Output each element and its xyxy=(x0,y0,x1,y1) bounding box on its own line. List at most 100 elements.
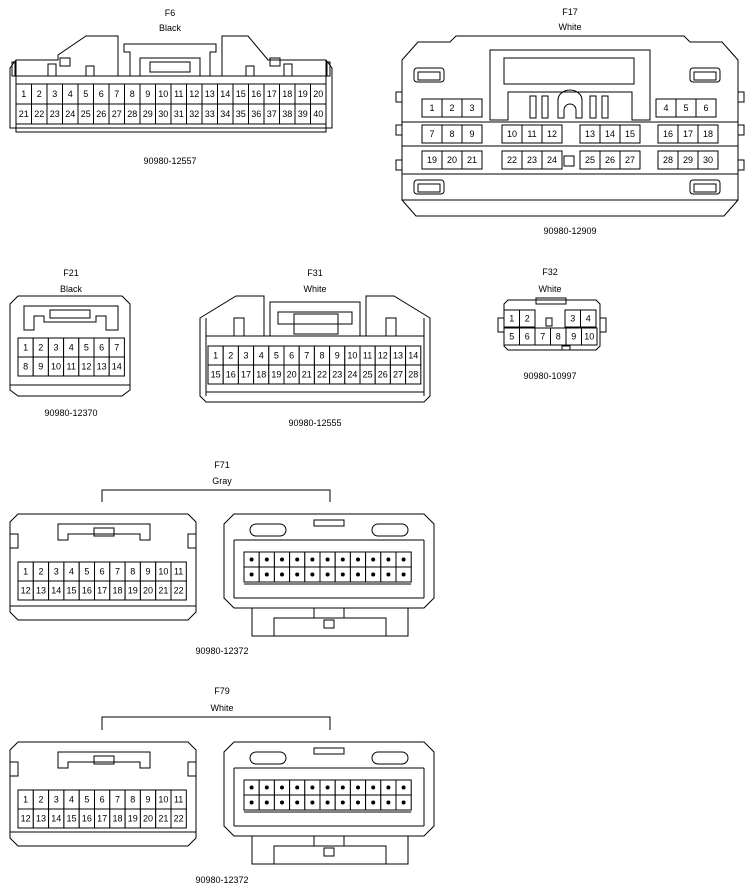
f6-pin-label: 1 xyxy=(21,89,26,99)
f79-pin-label: 13 xyxy=(36,814,46,824)
f79-pin-label: 3 xyxy=(54,795,59,805)
f71-terminal-dot xyxy=(371,557,376,562)
f71-terminal-dot xyxy=(295,557,300,562)
f31-pin-label: 8 xyxy=(319,351,324,361)
f71-pin-label: 14 xyxy=(51,586,61,596)
f6-pin-label: 13 xyxy=(205,89,215,99)
f17-pin-label: 14 xyxy=(605,129,615,139)
f71-code: F71 xyxy=(214,460,230,470)
f32-pin-label: 5 xyxy=(509,332,514,342)
f6-pin-label: 21 xyxy=(19,109,29,119)
f17-pin-label: 28 xyxy=(663,155,673,165)
f6-pin-label: 25 xyxy=(81,109,91,119)
f71-terminal-dot xyxy=(295,572,300,577)
f6-part-number: 90980-12557 xyxy=(143,156,196,166)
f71-pin-label: 18 xyxy=(112,586,122,596)
f79-pin-cell xyxy=(170,808,187,829)
f31-pin-label: 2 xyxy=(228,351,233,361)
f17-pin-label: 24 xyxy=(547,155,557,165)
f71-terminal-dot xyxy=(280,572,284,577)
f17-pin-label: 9 xyxy=(469,129,474,139)
f17-pin-label: 7 xyxy=(429,129,434,139)
f21-pin-label: 2 xyxy=(38,343,43,353)
f17-pin-cell xyxy=(695,98,717,118)
f31-pin-label: 20 xyxy=(287,370,297,380)
f79-terminal-dot xyxy=(295,800,300,805)
f71-pin-label: 4 xyxy=(69,567,74,577)
f6-pin-label: 38 xyxy=(282,109,292,119)
f6-pin-label: 35 xyxy=(236,109,246,119)
f17-pin-cell xyxy=(619,150,641,170)
f32-pin-cell xyxy=(581,327,598,346)
f21-pin-label: 6 xyxy=(99,343,104,353)
f71-pin-label: 7 xyxy=(115,567,120,577)
f6-pin-cell xyxy=(310,103,327,125)
f71-pin-label: 16 xyxy=(82,586,92,596)
f79-terminal-dot xyxy=(371,800,376,805)
f17-pin-label: 12 xyxy=(547,129,557,139)
f17-pin-label: 8 xyxy=(449,129,454,139)
f79-housing-left xyxy=(9,741,197,847)
f21-pin-label: 8 xyxy=(23,362,28,372)
f17-pin-label: 6 xyxy=(703,103,708,113)
f71-terminal-dot xyxy=(371,572,376,577)
f6-pin-label: 14 xyxy=(220,89,230,99)
f79-pin-label: 14 xyxy=(51,814,61,824)
f31-pin-label: 7 xyxy=(304,351,309,361)
f31-pin-label: 21 xyxy=(302,370,312,380)
f6-pin-label: 16 xyxy=(251,89,261,99)
f21-housing xyxy=(9,295,131,397)
f6-pin-label: 3 xyxy=(52,89,57,99)
f6-pin-label: 26 xyxy=(96,109,106,119)
f71-pin-label: 15 xyxy=(67,586,77,596)
f71-pin-label: 2 xyxy=(38,567,43,577)
f17-pin-cell xyxy=(541,124,563,144)
f6-pin-label: 39 xyxy=(298,109,308,119)
f31-pin-label: 18 xyxy=(256,370,266,380)
f31-pin-label: 27 xyxy=(393,370,403,380)
f79-terminal-dot xyxy=(310,785,315,790)
f17-pin-label: 23 xyxy=(527,155,537,165)
f79-terminal-dot xyxy=(325,785,330,790)
f17-pin-cell xyxy=(697,150,719,170)
f31-color: White xyxy=(303,284,326,294)
f31-pin-label: 22 xyxy=(317,370,327,380)
f71-pin-label: 6 xyxy=(100,567,105,577)
f31-part-number: 90980-12555 xyxy=(288,418,341,428)
f32-pin-label: 6 xyxy=(525,332,530,342)
f71-pin-label: 20 xyxy=(143,586,153,596)
f17-pin-label: 18 xyxy=(703,129,713,139)
f32-housing xyxy=(503,299,601,351)
f79-pin-label: 2 xyxy=(38,795,43,805)
f71-pin-label: 22 xyxy=(174,586,184,596)
f71-housing-right xyxy=(223,513,435,609)
f71-pin-label: 3 xyxy=(54,567,59,577)
f6-pin-label: 8 xyxy=(130,89,135,99)
f17-pin-cell xyxy=(461,98,483,118)
f32-pin-cell xyxy=(519,309,536,328)
f32-color: White xyxy=(538,284,561,294)
f31-pin-label: 1 xyxy=(213,351,218,361)
f79-terminal-dot xyxy=(386,800,391,805)
f6-pin-label: 22 xyxy=(34,109,44,119)
f71-terminal-dot xyxy=(386,557,391,562)
f79-pin-label: 18 xyxy=(112,814,122,824)
f17-color: White xyxy=(558,22,581,32)
f17-pin-label: 25 xyxy=(585,155,595,165)
f6-pin-label: 36 xyxy=(251,109,261,119)
f71-terminal-dot xyxy=(325,557,330,562)
f32-pin-label: 2 xyxy=(525,314,530,324)
f79-pin-label: 9 xyxy=(146,795,151,805)
f17-part-number: 90980-12909 xyxy=(543,226,596,236)
f71-pin-label: 21 xyxy=(158,586,168,596)
f21-pin-label: 14 xyxy=(112,362,122,372)
f17-pin-label: 4 xyxy=(663,103,668,113)
f71-pin-label: 12 xyxy=(21,586,31,596)
f79-terminal-dot xyxy=(401,785,406,790)
f79-pin-label: 22 xyxy=(174,814,184,824)
f17-pin-cell xyxy=(461,150,483,170)
f31-pin-label: 10 xyxy=(347,351,357,361)
